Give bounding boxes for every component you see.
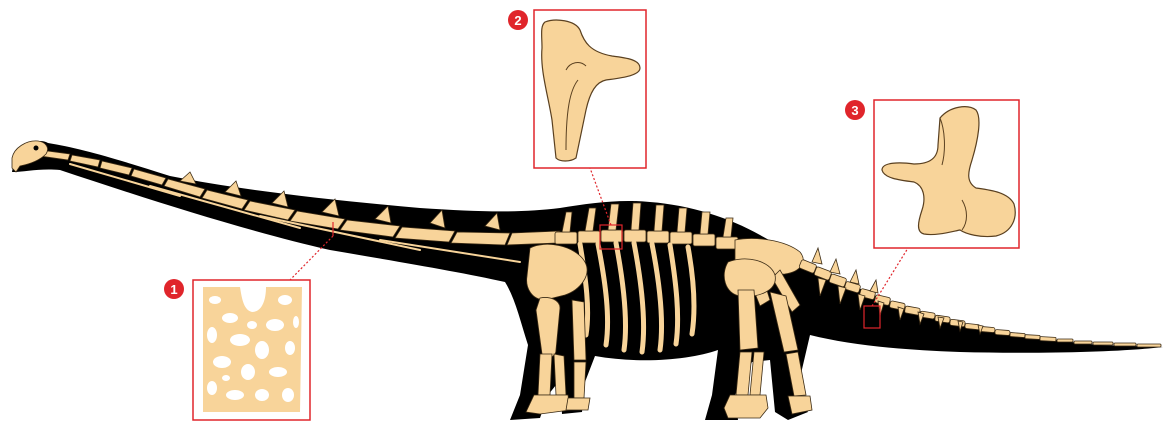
inset-2-badge: 2 (508, 10, 528, 30)
inset-1: 1 (164, 222, 333, 420)
inset-2-number: 2 (514, 13, 521, 28)
inset-3-number: 3 (851, 103, 858, 118)
inset-3-badge: 3 (845, 100, 865, 120)
inset-1-number: 1 (170, 282, 177, 297)
inset-1-badge: 1 (164, 279, 184, 299)
